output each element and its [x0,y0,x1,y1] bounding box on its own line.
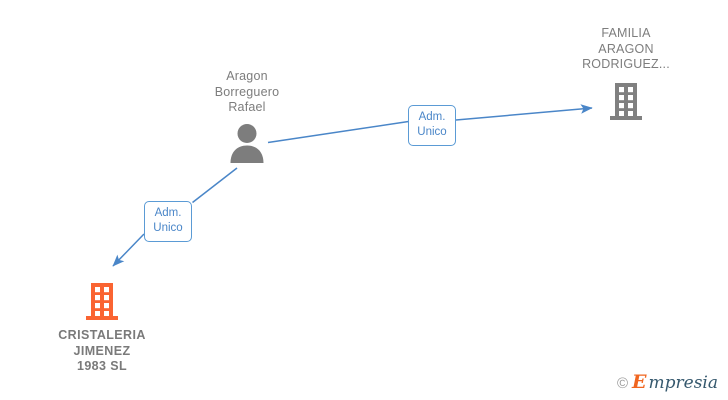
edge-label-adm-unico-cristaleria[interactable]: Adm. Unico [144,201,192,242]
edge-segment-left [267,120,409,144]
copyright-symbol: © [616,375,629,392]
edge-person-to-cristaleria [112,167,238,267]
node-company-familia-label: FAMILIA ARAGON RODRIGUEZ... [582,26,670,71]
node-person[interactable]: Aragon Borreguero Rafael [167,69,327,163]
brand-name: mpresia [648,373,719,393]
node-company-cristaleria[interactable]: CRISTALERIA JIMENEZ 1983 SL [22,281,182,375]
edge-segment-lower [112,233,145,267]
brand-initial: E [632,371,647,393]
office-building-icon [610,82,642,120]
edge-person-to-familia [267,104,593,144]
edge-segment-upper [192,167,238,204]
node-person-label: Aragon Borreguero Rafael [214,69,280,114]
person-silhouette-icon [230,123,264,163]
node-company-cristaleria-label: CRISTALERIA JIMENEZ 1983 SL [58,328,146,373]
edge-segment-right [455,104,593,121]
office-building-icon [86,283,118,320]
node-company-familia[interactable]: FAMILIA ARAGON RODRIGUEZ... [546,26,706,121]
empresia-watermark: © E mpresia [617,373,718,392]
edge-label-adm-unico-familia[interactable]: Adm. Unico [408,105,456,146]
